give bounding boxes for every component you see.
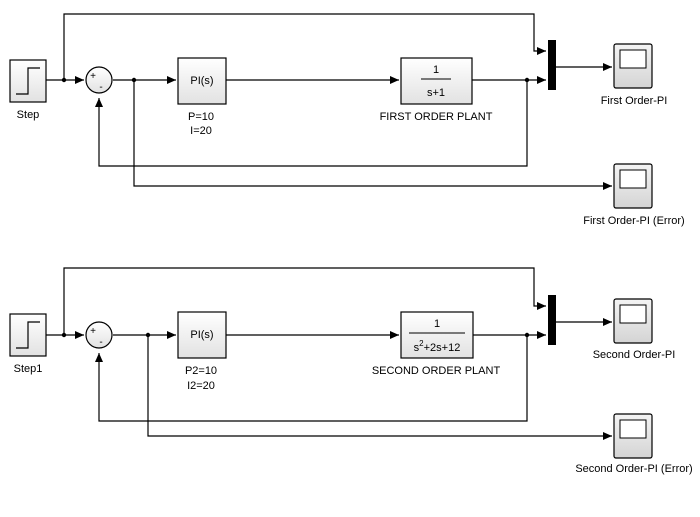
scope-block[interactable]: Second Order-PI xyxy=(593,298,676,361)
sum-plus-sign: + xyxy=(90,326,96,337)
signal-error-to-scope[interactable] xyxy=(147,335,612,440)
error-scope-label: Second Order-PI (Error) xyxy=(575,463,692,475)
error-scope-label: First Order-PI (Error) xyxy=(583,215,684,227)
step-icon xyxy=(16,67,40,95)
sum-block[interactable]: + - xyxy=(85,66,113,94)
signal-feedback[interactable] xyxy=(95,335,528,422)
sum-block[interactable]: + - xyxy=(85,321,113,349)
plant-denominator: s+1 xyxy=(427,87,445,99)
signal-error-to-scope[interactable] xyxy=(133,80,612,190)
step-block[interactable]: Step xyxy=(9,59,47,121)
branch-point xyxy=(61,332,67,338)
mux-block[interactable] xyxy=(548,40,556,90)
step-block[interactable]: Step1 xyxy=(9,313,47,375)
plant-denominator: s2+2s+12 xyxy=(414,339,461,354)
branch-point xyxy=(145,332,151,338)
error-scope-block[interactable]: Second Order-PI (Error) xyxy=(575,413,693,475)
step-icon xyxy=(16,321,40,349)
pi-param-i: I2=20 xyxy=(187,380,215,392)
scope-icon xyxy=(619,49,647,69)
scope-label: First Order-PI xyxy=(601,95,668,107)
scope-block[interactable]: First Order-PI xyxy=(601,43,668,107)
pi-block-label: PI(s) xyxy=(190,75,213,87)
signal-reference-to-mux[interactable] xyxy=(63,267,546,335)
signal-lines xyxy=(46,267,612,440)
pi-param-p: P2=10 xyxy=(185,365,217,377)
transfer-function-block[interactable]: 1 s2+2s+12 SECOND ORDER PLANT xyxy=(372,311,501,377)
plant-label: SECOND ORDER PLANT xyxy=(372,365,501,377)
sum-minus-sign: - xyxy=(99,82,102,93)
plant-numerator: 1 xyxy=(433,64,439,76)
step-label: Step xyxy=(17,109,40,121)
pi-controller-block[interactable]: PI(s) P=10 I=20 xyxy=(177,57,227,137)
branch-point xyxy=(131,77,137,83)
error-scope-block[interactable]: First Order-PI (Error) xyxy=(583,163,685,227)
scope-icon xyxy=(619,419,647,439)
branch-point xyxy=(524,77,530,83)
pi-param-p: P=10 xyxy=(188,111,214,123)
branch-point xyxy=(524,332,530,338)
diagram-first-order: Step + - PI(s) P=10 I=20 1 s+1 FIRST ORD… xyxy=(9,13,685,227)
signal-feedback[interactable] xyxy=(95,80,528,167)
pi-block-label: PI(s) xyxy=(190,329,213,341)
scope-icon xyxy=(619,304,647,324)
branch-point xyxy=(61,77,67,83)
scope-label: Second Order-PI xyxy=(593,349,676,361)
scope-icon xyxy=(619,169,647,189)
step-label: Step1 xyxy=(14,363,43,375)
mux-block[interactable] xyxy=(548,295,556,345)
sum-plus-sign: + xyxy=(90,71,96,82)
transfer-function-block[interactable]: 1 s+1 FIRST ORDER PLANT xyxy=(380,57,493,123)
plant-label: FIRST ORDER PLANT xyxy=(380,111,493,123)
signal-lines xyxy=(46,13,612,190)
sum-minus-sign: - xyxy=(99,337,102,348)
diagram-second-order: Step1 + - PI(s) P2=10 I2=20 1 s2+2s+12 S… xyxy=(9,267,693,475)
signal-reference-to-mux[interactable] xyxy=(63,13,546,80)
pi-controller-block[interactable]: PI(s) P2=10 I2=20 xyxy=(177,311,227,392)
plant-numerator: 1 xyxy=(434,318,440,330)
pi-param-i: I=20 xyxy=(190,125,212,137)
